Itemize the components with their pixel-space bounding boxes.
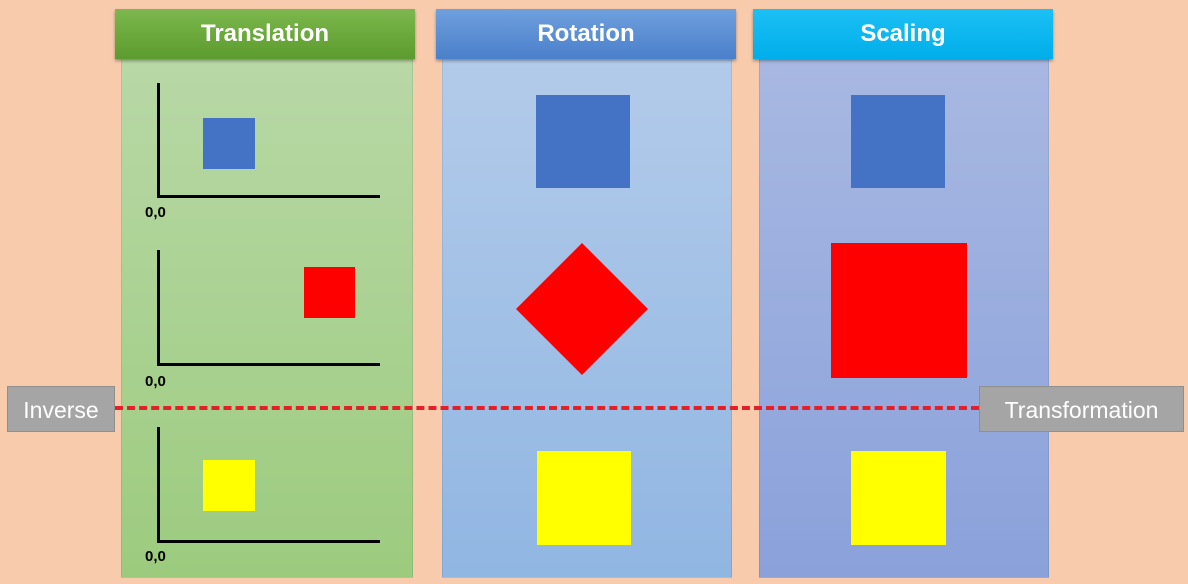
origin-label-1: 0,0 (145, 204, 166, 221)
translation-panel (121, 58, 413, 578)
x-axis-3 (157, 540, 380, 543)
scaling-square-red (831, 243, 967, 378)
y-axis-3 (157, 427, 160, 543)
y-axis-1 (157, 83, 160, 198)
origin-label-2: 0,0 (145, 373, 166, 390)
translation-header: Translation (115, 9, 415, 59)
scaling-square-yellow (851, 451, 946, 545)
rotation-header: Rotation (436, 9, 736, 59)
x-axis-1 (157, 195, 380, 198)
transformation-label: Transformation (979, 386, 1184, 432)
rotation-square-yellow (537, 451, 631, 545)
translation-square-red (304, 267, 355, 318)
translation-square-yellow (203, 460, 255, 511)
x-axis-2 (157, 363, 380, 366)
scaling-header: Scaling (753, 9, 1053, 59)
inverse-transformation-divider (115, 406, 979, 410)
y-axis-2 (157, 250, 160, 366)
origin-label-3: 0,0 (145, 548, 166, 565)
top-border-line (0, 0, 1188, 4)
rotation-diamond-red (516, 243, 648, 375)
translation-square-blue (203, 118, 255, 169)
rotation-square-blue (536, 95, 630, 188)
inverse-label: Inverse (7, 386, 115, 432)
scaling-square-blue (851, 95, 945, 188)
